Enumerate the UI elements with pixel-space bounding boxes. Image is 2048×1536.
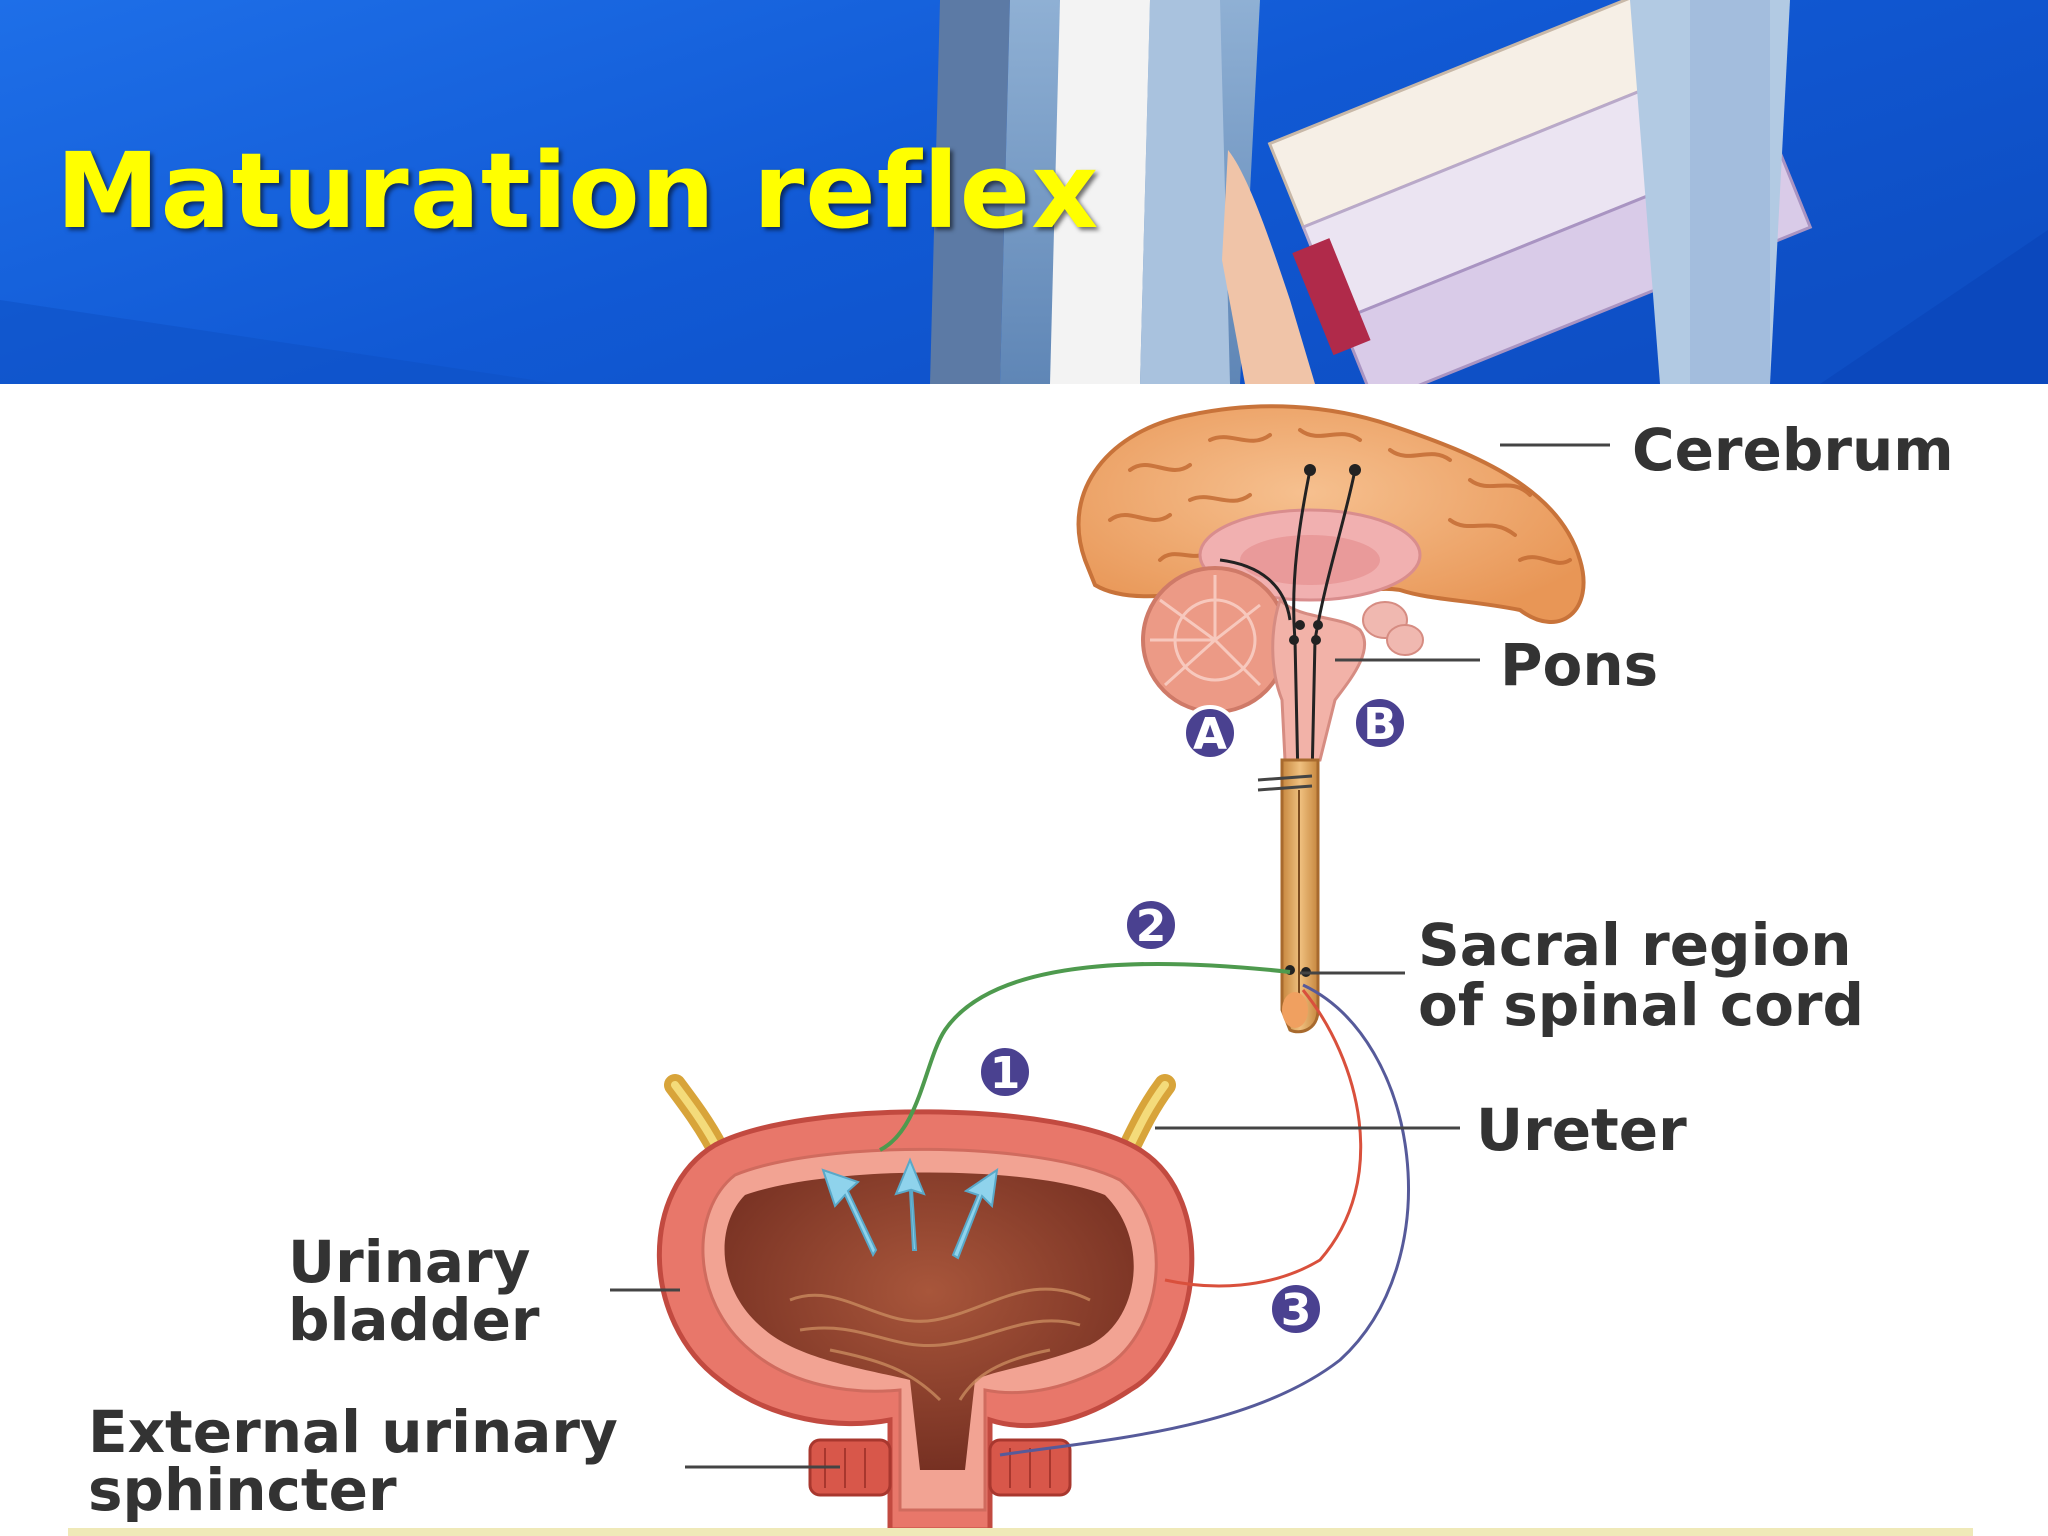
label-ureter: Ureter [1476,1096,1687,1164]
bottom-rule [68,1528,1973,1536]
micturition-diagram: A B 2 1 3 Cerebrum Pons Sacral region of… [88,404,1954,1528]
svg-text:2: 2 [1136,901,1167,952]
label-sacral-line1: Sacral region [1418,911,1852,979]
label-sacral-line2: of spinal cord [1418,971,1864,1039]
somatic-pathway [999,983,1410,1457]
badge-3: 3 [1268,1281,1324,1337]
label-pons: Pons [1500,631,1658,699]
urinary-bladder [656,1074,1195,1528]
badge-2: 2 [1123,897,1179,953]
badge-1: 1 [977,1044,1033,1100]
svg-text:A: A [1193,709,1227,760]
afferent-pathway [879,961,1291,1152]
leader-lines [610,443,1610,1469]
svg-text:1: 1 [990,1048,1021,1099]
stretch-arrows-icon [821,1157,999,1260]
label-bladder-line1: Urinary [288,1228,530,1296]
badge-a: A [1182,705,1238,761]
svg-text:3: 3 [1281,1285,1312,1336]
badge-b: B [1352,695,1408,751]
banner-background [0,0,2048,384]
label-sphincter-line1: External urinary [88,1398,618,1466]
student-photo [930,0,1813,384]
title-banner: Maturation reflex [0,0,2048,384]
label-bladder-line2: bladder [288,1286,540,1354]
label-sphincter-line2: sphincter [88,1456,397,1524]
parasympathetic-pathway [1164,989,1363,1288]
label-cerebrum: Cerebrum [1632,416,1954,484]
spinal-cord [1257,758,1320,1034]
slide-title: Maturation reflex [56,130,1100,252]
svg-text:B: B [1363,699,1397,750]
brain [1076,404,1586,781]
